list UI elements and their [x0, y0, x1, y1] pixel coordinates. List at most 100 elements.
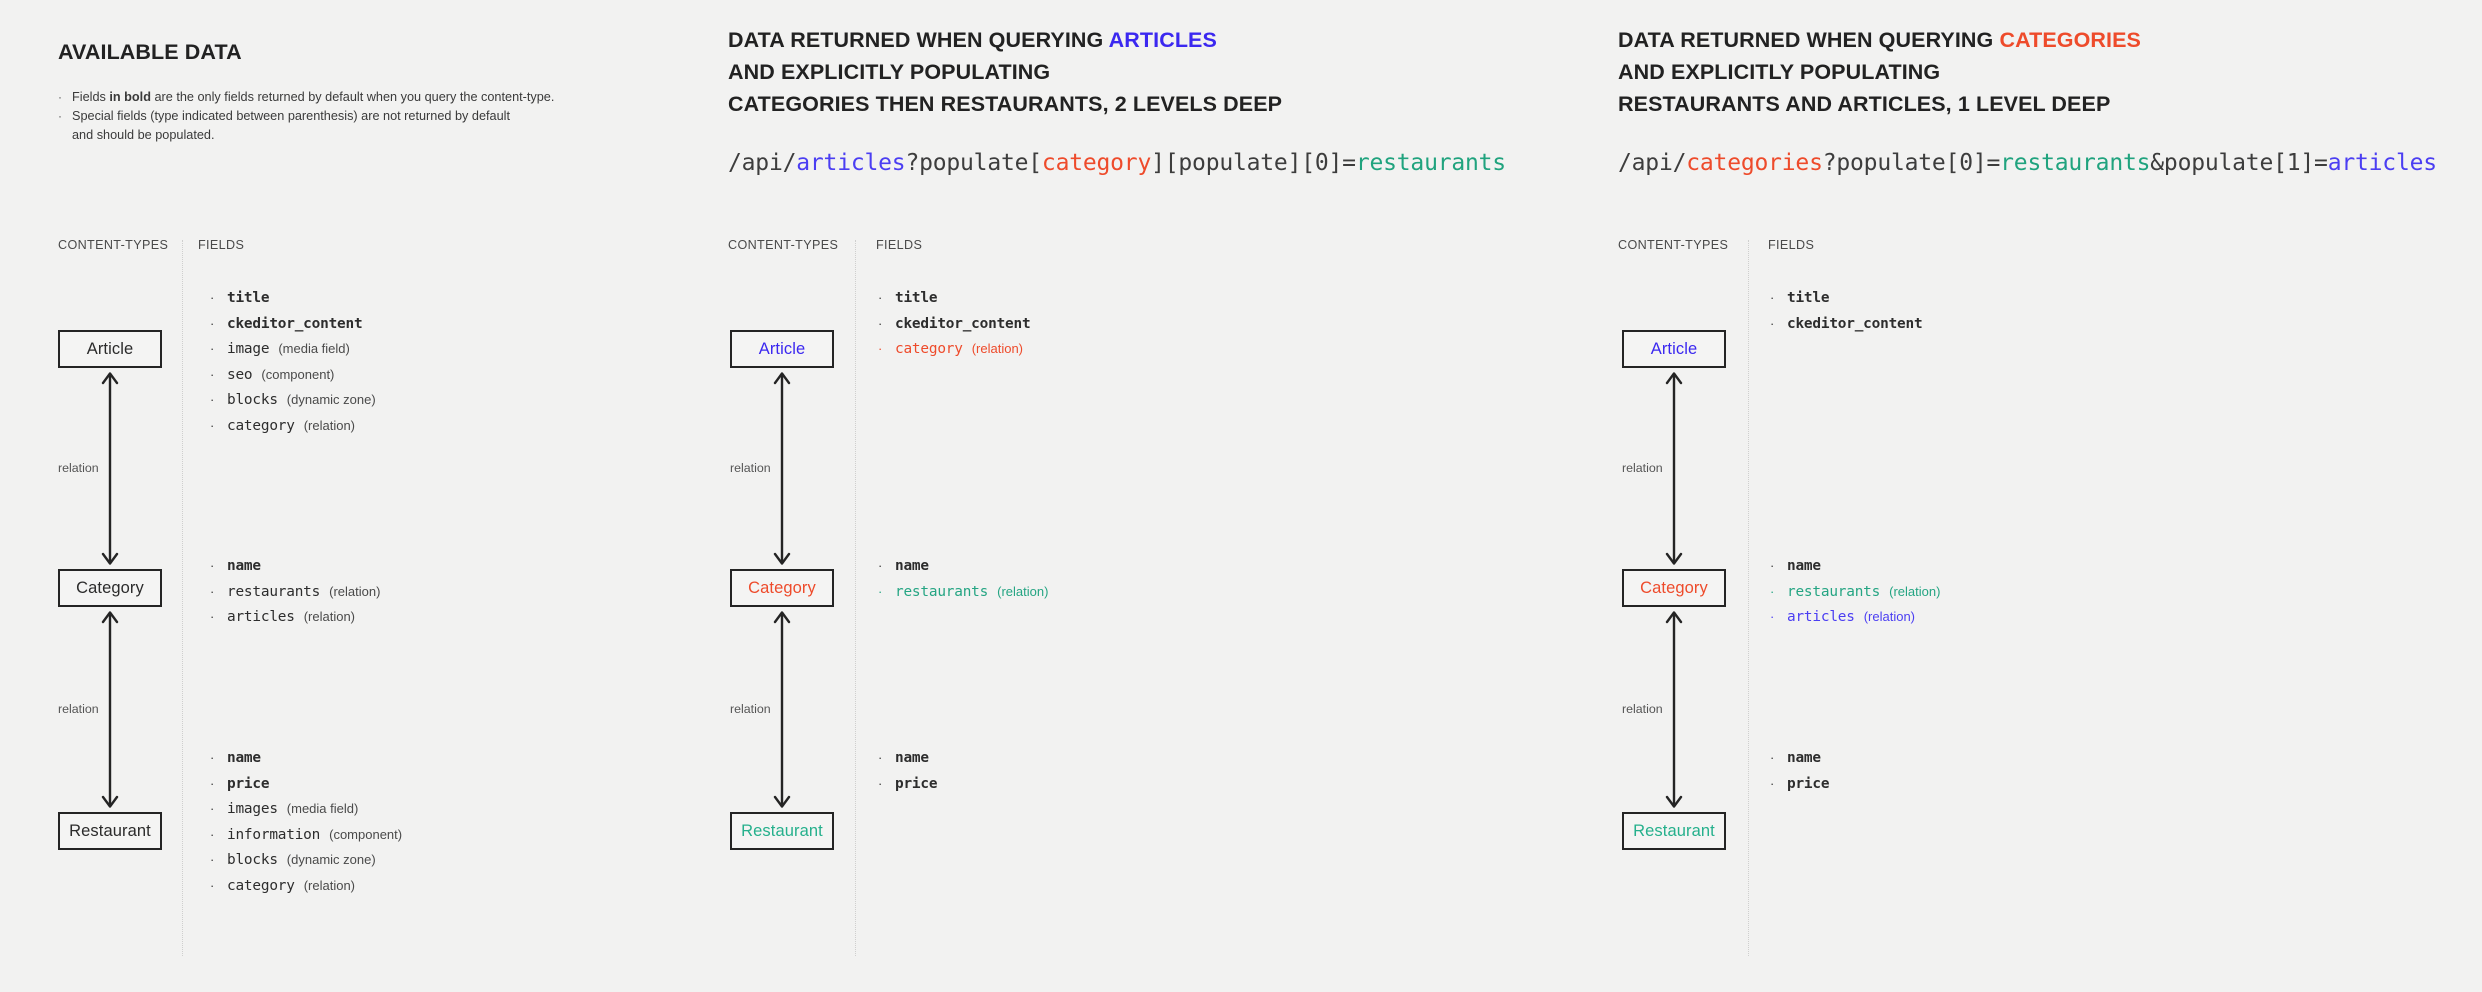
heading-token: DATA RETURNED WHEN QUERYING	[728, 28, 1109, 52]
api-url[interactable]: /api/articles?populate[category][populat…	[728, 150, 1506, 176]
bullet-icon: ·	[210, 801, 215, 817]
field-name: images	[227, 801, 278, 818]
heading-token: AND EXPLICITLY POPULATING	[1618, 60, 1941, 84]
field-row: ·articles(relation)	[1770, 609, 1940, 635]
bullet-icon: ·	[1770, 290, 1775, 305]
field-row: ·ckeditor_content	[210, 316, 376, 342]
entity-box-category[interactable]: Category	[730, 569, 834, 607]
bullet-icon: ·	[878, 583, 883, 599]
column-label-content-types: CONTENT-TYPES	[58, 238, 169, 252]
field-row: · images (media field)	[210, 801, 402, 827]
heading-line: RESTAURANTS AND ARTICLES, 1 LEVEL DEEP	[1618, 88, 2141, 120]
bullet-icon: ·	[210, 826, 215, 842]
field-name: name	[1787, 750, 1821, 766]
bullet-icon: ·	[210, 750, 215, 765]
field-row: · blocks (dynamic zone)	[210, 392, 376, 418]
bullet-icon: ·	[878, 341, 883, 357]
field-name: blocks	[227, 392, 278, 409]
field-name: name	[1787, 558, 1821, 574]
bullet-icon: ·	[1770, 775, 1775, 791]
field-row: ·seo(component)	[210, 367, 376, 393]
bullet-icon: ·	[210, 392, 215, 408]
entity-box-category[interactable]: Category	[58, 569, 162, 607]
bullet-icon: ·	[1770, 750, 1775, 765]
url-token: categories	[1686, 150, 1823, 176]
url-token: restaurants	[2000, 150, 2151, 176]
relation-arrow	[99, 611, 121, 808]
field-row: · category (relation)	[210, 878, 402, 904]
relation-label: relation	[1622, 460, 1663, 475]
url-token: ?populate[0]=	[1822, 150, 2001, 176]
entity-box-article[interactable]: Article	[58, 330, 162, 368]
field-row: · name	[1770, 750, 1829, 776]
bullet-icon: ·	[210, 417, 215, 433]
field-list-article: ·title·ckeditor_content·category(relatio…	[878, 290, 1031, 367]
field-list-category: ·name·restaurants(relation)	[878, 558, 1048, 609]
bullet-icon: ·	[1770, 315, 1775, 331]
entity-box-article[interactable]: Article	[730, 330, 834, 368]
entity-box-category[interactable]: Category	[1622, 569, 1726, 607]
field-list-article: ·title·ckeditor_content·image(media fiel…	[210, 290, 376, 444]
heading-line: AND EXPLICITLY POPULATING	[1618, 56, 2141, 88]
field-name: ckeditor_content	[227, 315, 363, 332]
legend-note-text: Special fields (type indicated between p…	[72, 109, 510, 123]
field-name: image	[227, 341, 270, 358]
entity-box-article[interactable]: Article	[1622, 330, 1726, 368]
bullet-icon: ·	[878, 750, 883, 765]
field-row: · name	[1770, 558, 1940, 584]
bullet-icon: ·	[210, 877, 215, 893]
field-name: blocks	[227, 852, 278, 869]
relation-label: relation	[1622, 701, 1663, 716]
field-row: · name	[210, 750, 402, 776]
content-fields-divider	[1748, 240, 1749, 956]
field-type: (media field)	[286, 801, 359, 817]
field-row: ·restaurants(relation)	[1770, 584, 1940, 610]
entity-box-restaurant[interactable]: Restaurant	[1622, 812, 1726, 850]
column-label-content-types: CONTENT-TYPES	[728, 238, 839, 252]
field-name: name	[895, 750, 929, 766]
field-type: (dynamic zone)	[286, 852, 376, 868]
field-name: ckeditor_content	[895, 315, 1031, 332]
field-name: price	[227, 775, 270, 792]
bullet-icon: ·	[58, 90, 62, 104]
field-row: ·title	[1770, 290, 1922, 316]
field-name: title	[227, 290, 270, 306]
field-type: (relation)	[303, 417, 356, 433]
field-row: ·restaurants(relation)	[878, 584, 1048, 610]
field-name: name	[227, 750, 261, 766]
field-name: name	[895, 558, 929, 574]
api-url[interactable]: /api/categories?populate[0]=restaurants&…	[1618, 150, 2437, 176]
field-type: (dynamic zone)	[286, 392, 376, 408]
field-list-category: · name ·restaurants(relation)·articles(rel…	[1770, 558, 1940, 635]
field-row: ·image(media field)	[210, 341, 376, 367]
bullet-icon: ·	[210, 290, 215, 305]
bullet-icon: ·	[210, 609, 215, 625]
field-row: ·category(relation)	[878, 341, 1030, 367]
bullet-icon: ·	[210, 852, 215, 868]
heading-token: ARTICLES	[1108, 28, 1217, 52]
heading-line: DATA RETURNED WHEN QUERYING CATEGORIES	[1618, 24, 2141, 56]
relation-label: relation	[730, 701, 771, 716]
entity-box-restaurant[interactable]: Restaurant	[58, 812, 162, 850]
bullet-icon: ·	[58, 109, 62, 123]
entity-box-restaurant[interactable]: Restaurant	[730, 812, 834, 850]
heading-line: AVAILABLE DATA	[58, 36, 242, 68]
relation-arrow	[771, 611, 793, 808]
url-token: articles	[796, 150, 906, 176]
field-type: (relation)	[329, 583, 381, 599]
field-row: ·name	[210, 558, 380, 584]
field-type: (relation)	[303, 877, 356, 893]
field-name: category	[227, 877, 295, 894]
bullet-icon: ·	[1770, 558, 1775, 573]
column-label-fields: FIELDS	[1768, 238, 1815, 252]
field-name: price	[1787, 775, 1830, 792]
field-row: ·price	[210, 776, 402, 802]
bullet-icon: ·	[210, 366, 215, 382]
field-row: ·name	[878, 558, 1048, 584]
field-list-restaurant: · name · price	[1770, 750, 1830, 801]
content-fields-divider	[855, 240, 856, 956]
legend-note: · Special fields (type indicated between …	[58, 107, 554, 126]
heading-token: CATEGORIES	[1999, 28, 2141, 52]
